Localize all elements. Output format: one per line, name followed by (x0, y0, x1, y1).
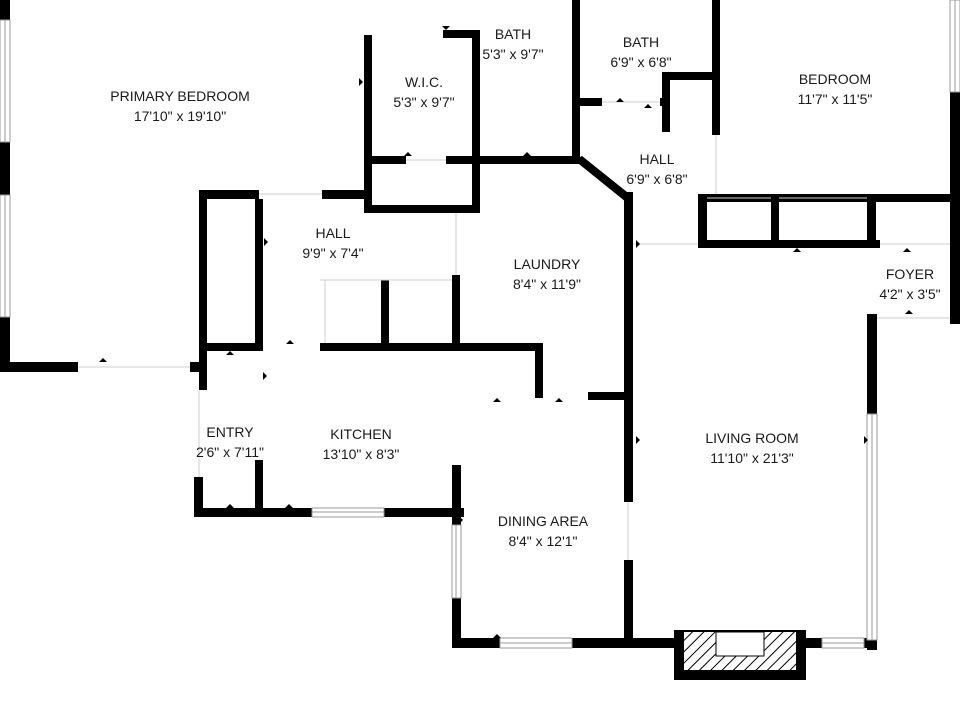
wall-entry-inner-top (205, 343, 263, 351)
wall-laundry-right (624, 192, 633, 502)
wall-wic-bottom-2 (446, 156, 580, 164)
wall-linen-top (662, 72, 720, 80)
wall-linen-left (662, 72, 670, 132)
door-markers (99, 26, 913, 638)
wall-hall-diagonal (574, 156, 632, 202)
wall-bedroom-right (950, 0, 960, 324)
wall-laundry-stub (588, 392, 628, 400)
windows (0, 0, 960, 649)
wall-dining-left (452, 465, 461, 525)
wall-bath2-right (712, 0, 720, 135)
wall-closet2-mid (771, 194, 779, 248)
wall-hall-top-2 (322, 190, 372, 199)
wall-dining-bottom-2 (572, 638, 684, 648)
wall-primary-bottom-right (190, 362, 206, 372)
wall-dining-left-low (452, 598, 461, 648)
wall-primary-left (0, 0, 10, 372)
wall-closet2-bottom (698, 240, 880, 248)
wall-pantry-left (381, 280, 389, 350)
wall-closet2-left (698, 194, 707, 248)
wall-entry-inner-right (255, 199, 263, 349)
wall-closet2-right (867, 194, 876, 248)
wall-laundry-right-low (624, 560, 633, 640)
wall-foyer-left (867, 314, 877, 414)
wall-pantry-bottom (320, 343, 543, 351)
walls (0, 0, 960, 680)
wall-hall-top (199, 190, 259, 199)
wall-entry-left (194, 477, 203, 517)
wall-wic-left (364, 35, 372, 213)
wall-bath1-top-stub (443, 30, 480, 38)
wall-living-bottom-right (806, 638, 822, 648)
wall-pantry-right (452, 275, 460, 350)
wall-dining-bottom (452, 638, 500, 648)
wall-closet-right (472, 156, 480, 213)
wall-wic-bottom (364, 156, 406, 164)
wall-bath2-inner-bottom (572, 98, 602, 106)
wall-living-bottom-right-2 (864, 638, 877, 648)
wall-entry-bottom (194, 508, 312, 517)
wall-laundry-inner (535, 344, 543, 398)
wall-primary-bottom (0, 362, 78, 372)
wall-bath1-right (572, 0, 580, 164)
wall-kitchen-bottom (384, 508, 464, 517)
wall-hall-left (199, 190, 207, 390)
wall-entry-divider (255, 460, 263, 510)
wall-closet-bottom (364, 205, 480, 213)
door-openings (78, 101, 950, 560)
wall-wic-right (472, 30, 480, 160)
fireplace-hearth (715, 631, 765, 657)
